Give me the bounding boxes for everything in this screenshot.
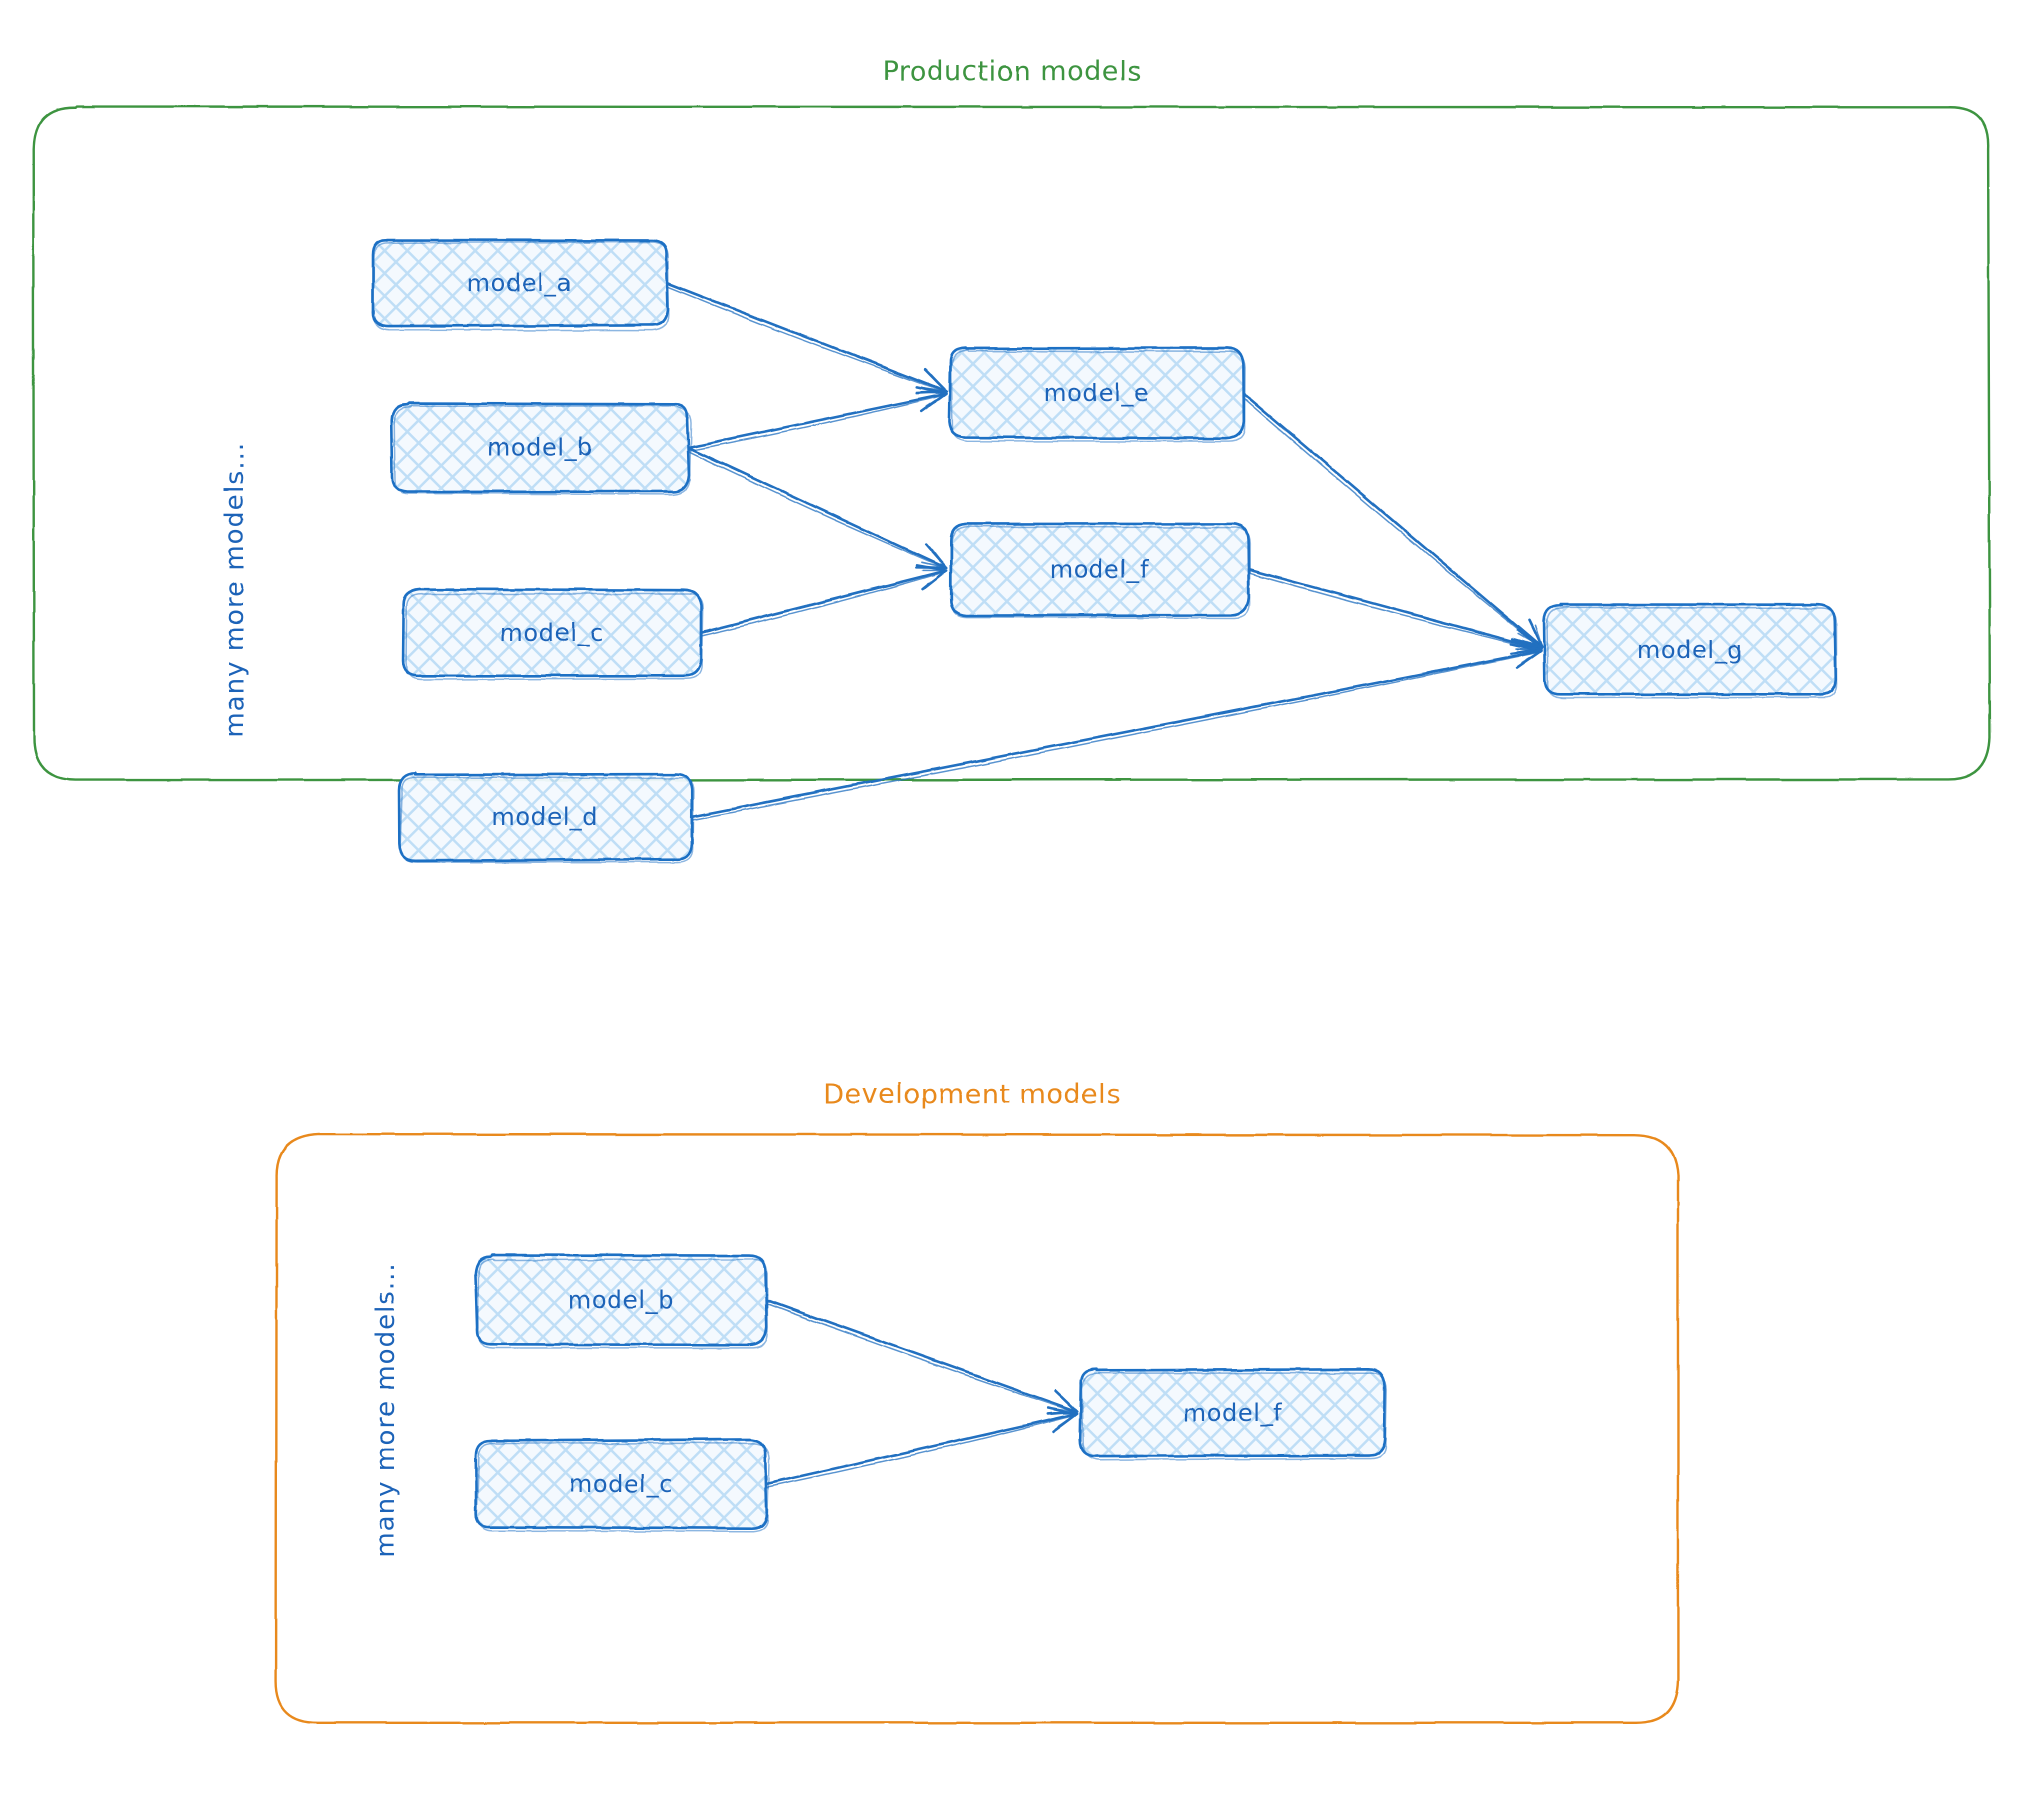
edge-model_d-to-model_g (689, 642, 1543, 821)
edge-model_c-to-model_f (764, 1406, 1079, 1488)
group-frame-development (274, 1132, 1680, 1725)
edge-model_a-to-model_e (665, 281, 948, 395)
model-node-model_c[interactable] (474, 1438, 770, 1532)
edge-model_c-to-model_f (698, 564, 948, 637)
model-node-label: model_b (568, 1286, 674, 1314)
model-node-model_b[interactable] (389, 402, 692, 496)
model-node-label: model_d (492, 803, 598, 831)
model-node-model_f[interactable] (949, 522, 1251, 619)
group-frame-production (32, 105, 1992, 782)
model-node-label: model_e (1044, 379, 1150, 407)
edge-model_e-to-model_g (1240, 391, 1544, 649)
model-node-model_c[interactable] (401, 587, 704, 681)
model-node-label: model_f (1049, 556, 1148, 584)
model-node-label: model_c (500, 619, 604, 647)
many-more-models-label-development: many more models... (371, 1262, 401, 1557)
edge-model_f-to-model_g (1246, 568, 1543, 655)
model-node-model_d[interactable] (397, 771, 695, 864)
group-title-production: Production models (883, 56, 1142, 87)
model-node-model_b[interactable] (474, 1253, 769, 1349)
edge-model_b-to-model_f (685, 446, 948, 570)
model-node-label: model_a (467, 269, 573, 297)
model-node-label: model_f (1183, 1399, 1282, 1427)
many-more-models-label-production: many more models... (220, 442, 250, 737)
model-node-model_f[interactable] (1078, 1367, 1388, 1461)
model-node-model_e[interactable] (948, 346, 1246, 443)
model-node-model_a[interactable] (371, 238, 670, 331)
edge-model_b-to-model_e (686, 386, 948, 452)
model-node-label: model_b (487, 434, 593, 462)
model-node-label: model_g (1637, 636, 1743, 664)
edge-model_b-to-model_f (764, 1298, 1079, 1416)
group-title-development: Development models (823, 1079, 1120, 1110)
model-node-model_g[interactable] (1542, 603, 1838, 699)
model-node-label: model_c (569, 1470, 673, 1498)
